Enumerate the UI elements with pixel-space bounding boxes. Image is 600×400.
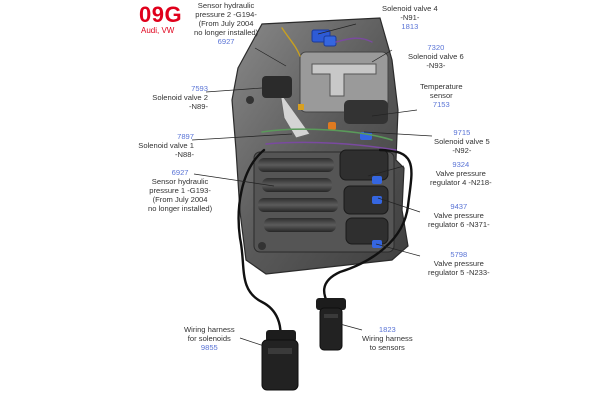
model-subtitle: Audi, VW xyxy=(141,26,175,35)
label-sensor-g193: 6927 Sensor hydraulic pressure 1 -G193- … xyxy=(148,168,213,213)
part-code: 9437 xyxy=(450,202,468,211)
part-code: 1823 xyxy=(378,325,396,334)
part-code: 6927 xyxy=(217,37,235,46)
valve-spools xyxy=(258,76,389,245)
leader-lines xyxy=(191,23,433,349)
wiring-harness xyxy=(237,27,413,342)
label-solenoid-n93: 7320 Solenoid valve 6 -N93- xyxy=(408,43,464,70)
part-code: 9324 xyxy=(452,160,470,169)
brand: 09G Audi, VW xyxy=(139,2,183,36)
label-solenoid-n89: 7593 Solenoid valve 2 -N89- xyxy=(144,84,208,111)
part-code: 7320 xyxy=(427,43,445,52)
label-temp-sensor: Temperature sensor 7153 xyxy=(420,82,463,109)
label-solenoid-n92: 9715 Solenoid valve 5 -N92- xyxy=(434,128,490,155)
label-regulator-n233: 5798 Valve pressure regulator 5 -N233- xyxy=(428,250,490,277)
harness-connector-solenoids xyxy=(261,330,299,391)
part-code: 5798 xyxy=(450,250,468,259)
part-code: 7153 xyxy=(432,100,450,109)
part-code: 6927 xyxy=(171,168,189,177)
harness-connector-sensors xyxy=(316,298,346,351)
label-harness-sensors: 1823 Wiring harness to sensors xyxy=(362,325,413,352)
part-code: 9855 xyxy=(200,343,218,352)
part-code: 9715 xyxy=(453,128,471,137)
model-title: 09G xyxy=(139,2,183,27)
label-sensor-g194: Sensor hydraulic pressure 2 -G194- (From… xyxy=(194,1,259,46)
label-solenoid-n91: Solenoid valve 4 -N91- 1813 xyxy=(382,4,438,31)
label-harness-solenoids: Wiring harness for solenoids 9855 xyxy=(184,325,235,352)
part-code: 1813 xyxy=(401,22,419,31)
label-regulator-n218: 9324 Valve pressure regulator 4 -N218- xyxy=(430,160,492,187)
part-code: 7593 xyxy=(191,84,208,93)
label-regulator-n371: 9437 Valve pressure regulator 6 -N371- xyxy=(428,202,490,229)
solenoid-connectors xyxy=(298,29,382,248)
part-code: 7897 xyxy=(177,132,194,141)
label-solenoid-n88: 7897 Solenoid valve 1 -N88- xyxy=(128,132,194,159)
